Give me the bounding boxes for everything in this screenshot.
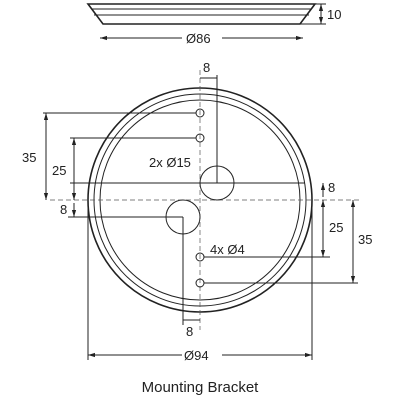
dim-top-offset: 8 — [200, 60, 217, 79]
dim-left-inner: 25 — [52, 138, 77, 200]
dim-right-outer-label: 35 — [358, 232, 372, 247]
side-view: 10 — [86, 3, 341, 25]
extension-lines — [43, 75, 358, 360]
dim-side-height: 10 — [327, 7, 341, 22]
plan-view — [50, 70, 360, 330]
dim-top-diameter-label: Ø86 — [186, 31, 211, 46]
dim-bottom-diameter: Ø94 — [88, 348, 312, 363]
dim-left-outer-label: 35 — [22, 150, 36, 165]
dim-right-outer: 35 — [350, 200, 372, 283]
dim-left-inner-label: 25 — [52, 163, 66, 178]
label-small-holes: 4x Ø4 — [210, 242, 245, 257]
dim-right-inner-label: 25 — [329, 220, 343, 235]
dim-bottom-diameter-label: Ø94 — [184, 348, 209, 363]
dim-right-inner: 25 — [320, 200, 343, 257]
dim-left-small-label: 8 — [60, 202, 67, 217]
dim-bottom-offset: 8 — [183, 319, 200, 339]
dim-right-small-label: 8 — [328, 180, 335, 195]
label-large-holes: 2x Ø15 — [149, 155, 191, 170]
dim-left-small: 8 — [60, 202, 77, 217]
dim-top-diameter: Ø86 — [100, 31, 303, 46]
dim-bottom-offset-label: 8 — [186, 324, 193, 339]
dim-top-offset-label: 8 — [203, 60, 210, 75]
dim-left-outer: 35 — [22, 113, 49, 200]
drawing-caption: Mounting Bracket — [142, 379, 260, 396]
dim-right-small: 8 — [320, 180, 335, 197]
